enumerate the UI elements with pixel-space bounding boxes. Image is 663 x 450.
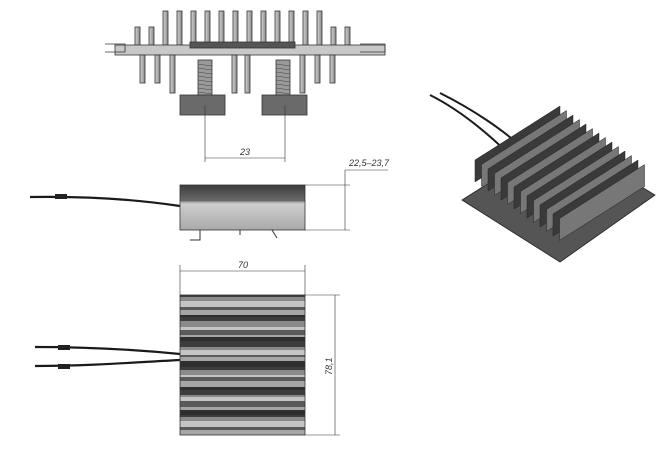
clip-rails	[105, 43, 386, 53]
fin	[302, 10, 309, 46]
fin	[139, 54, 146, 84]
iso-fins	[474, 105, 645, 241]
fin	[176, 10, 183, 46]
dim-width-label: 70	[238, 260, 248, 270]
dimension-length	[305, 294, 340, 436]
fin-stripe	[180, 347, 305, 350]
fin-stripe	[180, 350, 305, 355]
fin	[190, 10, 197, 46]
fin-stripe	[180, 335, 305, 337]
heating-element	[189, 41, 296, 49]
dimension-height	[305, 169, 388, 231]
upper-fins	[134, 10, 351, 46]
fin	[244, 54, 251, 94]
heatsink-fins-top	[180, 295, 305, 435]
heater-body-top	[179, 294, 306, 436]
wire-1	[34, 345, 181, 356]
fin-stripe	[180, 321, 305, 327]
fin-stripe	[180, 390, 305, 395]
fin-stripe	[180, 401, 305, 407]
fin-stripe	[180, 387, 305, 390]
dimension-screw-spacing	[204, 105, 286, 162]
fin-stripe	[180, 421, 305, 427]
fin-stripe	[180, 330, 305, 335]
iso-fin	[559, 164, 645, 241]
fin-stripe	[180, 381, 305, 387]
fin	[344, 26, 351, 46]
fin-stripe	[180, 297, 305, 301]
fin	[316, 10, 323, 46]
fin-stripe	[180, 355, 305, 357]
fin-stripe	[180, 357, 305, 361]
fin	[314, 54, 321, 84]
fin-stripe	[180, 295, 305, 297]
dimension-width	[179, 265, 306, 295]
fin	[299, 54, 306, 94]
fin-stripe	[180, 310, 305, 315]
section-view	[105, 10, 386, 116]
fin	[169, 54, 176, 94]
clamp-block-left	[179, 94, 226, 116]
fin	[329, 54, 336, 84]
fin-stripe	[180, 427, 305, 430]
fin-stripe	[180, 410, 305, 415]
wire	[29, 195, 181, 208]
fin-stripe	[180, 337, 305, 341]
fin-stripe	[180, 301, 305, 307]
fin	[154, 54, 161, 84]
side-view	[29, 184, 306, 241]
fin	[134, 26, 141, 46]
fin-stripe	[180, 361, 305, 367]
isometric-view	[429, 92, 656, 263]
dim-length-label: 78,1	[324, 357, 334, 375]
top-view	[34, 294, 306, 436]
fin-stripe	[180, 430, 305, 435]
wire-ferrule	[55, 194, 67, 199]
fin-stripe	[180, 415, 305, 417]
fin	[330, 26, 337, 46]
fin-stripe	[180, 367, 305, 370]
fin	[204, 10, 211, 46]
clamp-block-right	[261, 94, 308, 116]
fin	[288, 10, 295, 46]
heater-body-side	[179, 184, 306, 231]
fin	[231, 54, 238, 94]
fin	[246, 10, 253, 46]
fin	[260, 10, 267, 46]
dim-height-label: 22,5–23,7	[348, 158, 390, 168]
fin	[232, 10, 239, 46]
fin-stripe	[180, 375, 305, 377]
fin-stripe	[180, 407, 305, 410]
fin	[274, 10, 281, 46]
dim-screw-spacing-label: 23	[239, 147, 250, 157]
fin-stripe	[180, 341, 305, 347]
lower-fins	[139, 54, 336, 94]
fin-stripe	[180, 307, 305, 310]
fin	[148, 26, 155, 46]
fin-stripe	[180, 395, 305, 397]
fin	[162, 10, 169, 46]
fin-stripe	[180, 327, 305, 330]
fin-stripe	[180, 417, 305, 421]
fin	[218, 10, 225, 46]
mounting-clip	[190, 229, 278, 241]
fin-stripe	[180, 317, 305, 321]
fin-stripe	[180, 370, 305, 375]
fin-stripe	[180, 397, 305, 401]
fin-stripe	[180, 377, 305, 381]
fin-stripe	[180, 315, 305, 317]
wire-2	[34, 358, 181, 368]
